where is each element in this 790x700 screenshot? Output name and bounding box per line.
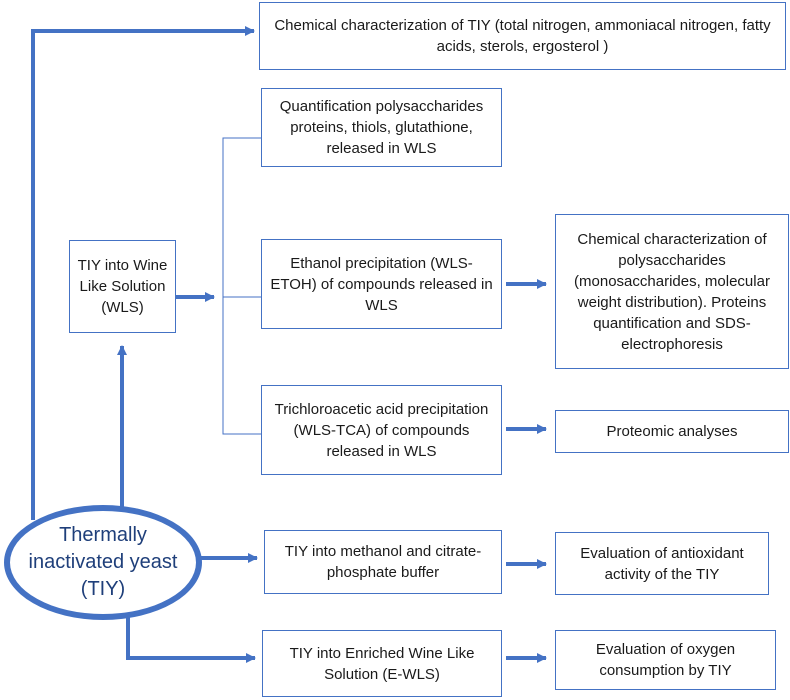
box-oxygen: Evaluation of oxygen consumption by TIY	[555, 630, 776, 690]
box-ewls: TIY into Enriched Wine Like Solution (E-…	[262, 630, 502, 697]
box-chem-char-tiy: Chemical characterization of TIY (total …	[259, 2, 786, 70]
box-methanol: TIY into methanol and citrate-phosphate …	[264, 530, 502, 594]
box-quantification: Quantification polysaccharides proteins,…	[261, 88, 502, 167]
branch-bracket	[222, 137, 261, 435]
box-tiy-wls: TIY into Wine Like Solution (WLS)	[69, 240, 176, 333]
arrow-to-chem-char-tiy	[31, 26, 255, 520]
source-oval: Thermally inactivated yeast (TIY)	[4, 505, 202, 620]
arrow-to-ewls	[126, 612, 256, 663]
box-ethanol-precipitation: Ethanol precipitation (WLS-ETOH) of comp…	[261, 239, 502, 329]
box-chem-char-polysaccharides: Chemical characterization of polysacchar…	[555, 214, 789, 369]
box-antioxidant: Evaluation of antioxidant activity of th…	[555, 532, 769, 595]
box-proteomic: Proteomic analyses	[555, 410, 789, 453]
box-tca-precipitation: Trichloroacetic acid precipitation (WLS-…	[261, 385, 502, 475]
